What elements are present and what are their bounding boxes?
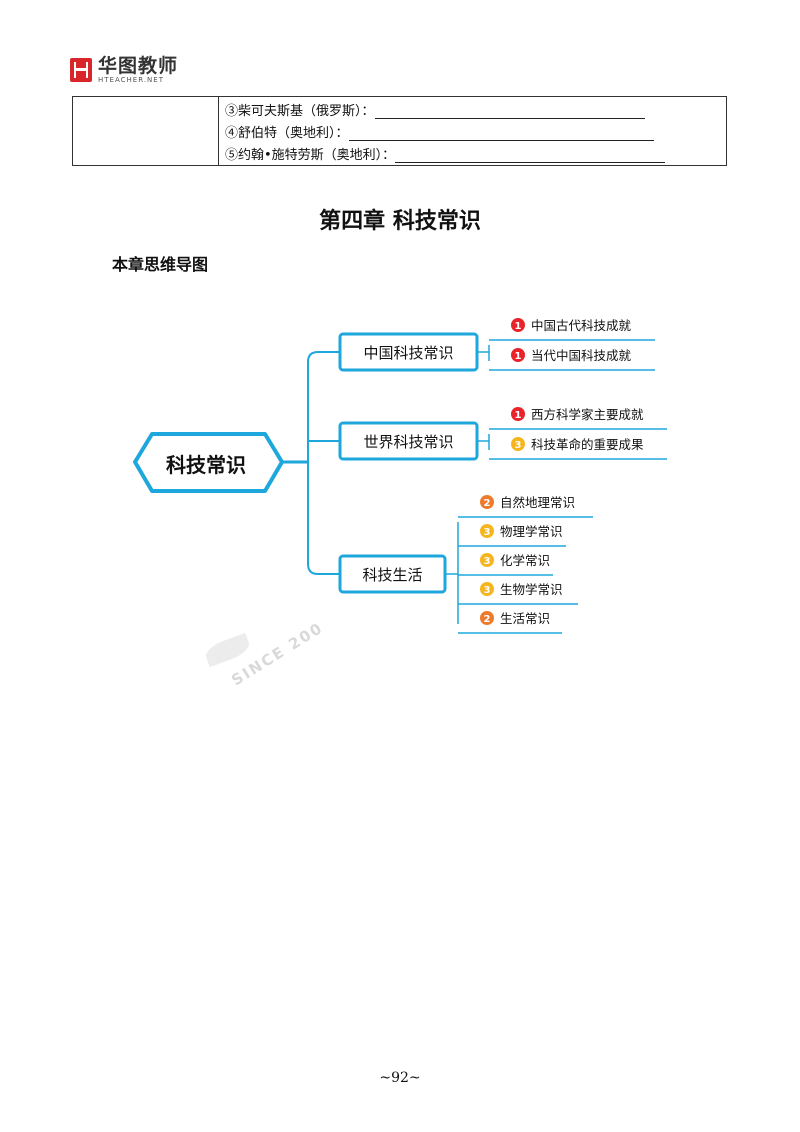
page-number: ~92~ [379,1070,421,1086]
logo-url: HTEACHER.NET [98,76,164,84]
level-badge-icon [511,318,525,332]
level-badge-number: 1 [515,410,522,421]
level-badge-number: 1 [515,351,522,362]
child-label: 自然地理常识 [500,495,575,510]
branch-connector [307,563,340,575]
level-badge-icon [511,407,525,421]
branch-label: 中国科技常识 [363,344,453,362]
table-line: ④舒伯特（奥地利）： [225,122,654,141]
child-label: 生物学常识 [500,582,563,597]
section-heading: 本章思维导图 [112,255,209,274]
composer-table: ③柴可夫斯基（俄罗斯）： ④舒伯特（奥地利）： ⑤约翰•施特劳斯（奥地利）： [72,96,727,166]
logo: 华图教师 HTEACHER.NET [70,56,178,84]
child-label: 生活常识 [500,611,550,626]
level-badge-number: 3 [484,585,491,596]
answer-blank[interactable] [348,126,654,141]
branch-label: 科技生活 [362,566,422,584]
branch-connector [307,351,340,363]
level-badge-icon [480,553,494,567]
child-label: 西方科学家主要成就 [531,407,644,422]
level-badge-icon [480,495,494,509]
table-divider [218,97,219,165]
logo-name: 华图教师 [98,55,179,77]
level-badge-icon [511,437,525,451]
level-badge-number: 1 [515,321,522,332]
child-label: 科技革命的重要成果 [531,437,644,452]
level-badge-icon [480,582,494,596]
table-line-text: ⑤约翰•施特劳斯（奥地利）： [225,148,396,163]
table-line: ⑤约翰•施特劳斯（奥地利）： [225,144,666,163]
level-badge-number: 3 [484,527,491,538]
child-label: 物理学常识 [500,524,563,539]
table-line-text: ④舒伯特（奥地利）： [225,126,349,141]
level-badge-number: 3 [484,556,491,567]
table-line-text: ③柴可夫斯基（俄罗斯）： [225,104,375,119]
answer-blank[interactable] [395,148,666,163]
answer-blank[interactable] [374,104,645,119]
level-badge-number: 3 [515,440,522,451]
chapter-title: 第四章 科技常识 [319,208,481,234]
child-label: 当代中国科技成就 [531,348,632,363]
level-badge-icon [511,348,525,362]
level-badge-icon [480,524,494,538]
level-badge-icon [480,611,494,625]
logo-mark-icon [70,58,92,82]
root-label: 科技常识 [166,453,246,477]
table-line: ③柴可夫斯基（俄罗斯）： [225,100,645,119]
level-badge-number: 2 [484,498,491,509]
level-badge-number: 2 [484,614,491,625]
branch-label: 世界科技常识 [363,433,453,451]
child-label: 中国古代科技成就 [531,318,632,333]
child-label: 化学常识 [500,553,550,568]
